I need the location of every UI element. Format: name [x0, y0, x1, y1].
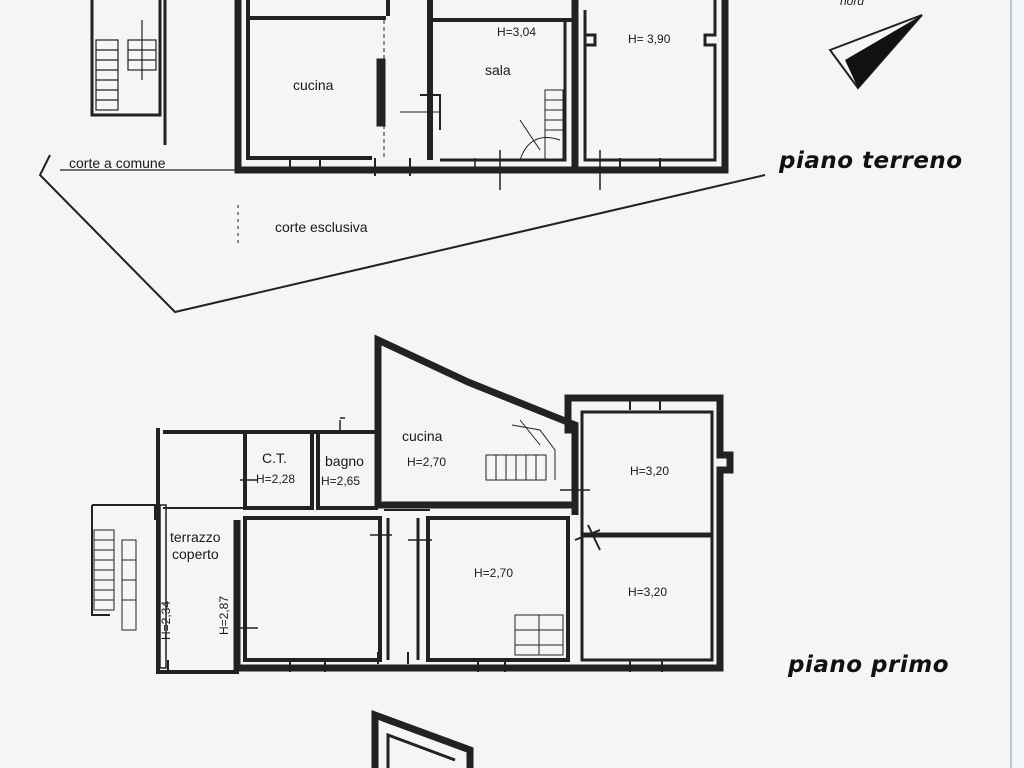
- ground-floor-plan: [38, 0, 766, 314]
- room-label-cucina-first: cucina: [402, 428, 443, 444]
- room-label-ct: C.T.: [262, 450, 287, 466]
- first-floor-plan: [91, 334, 734, 674]
- area-label-corte-esclusiva: corte esclusiva: [275, 219, 368, 235]
- floor-title-first: piano primo: [788, 652, 950, 678]
- north-label: nord: [840, 0, 865, 8]
- room-label-cucina-ground: cucina: [293, 77, 334, 93]
- height-label-ct: H=2,28: [256, 472, 296, 486]
- area-label-terrazzo: terrazzo: [170, 529, 221, 545]
- paper-edge: [1010, 0, 1012, 768]
- height-label-room-bottom-right: H=3,20: [628, 585, 668, 599]
- height-label-sala: H=3,04: [497, 25, 537, 39]
- height-label-room3-ground: H= 3,90: [628, 32, 671, 46]
- height-label-terrazzo: H=2,34: [159, 600, 173, 640]
- height-label-cucina-first: H=2,70: [407, 455, 447, 469]
- area-label-coperto: coperto: [172, 546, 219, 562]
- second-floor-partial: [371, 709, 474, 768]
- north-arrow: [828, 14, 923, 90]
- room-label-bagno: bagno: [325, 453, 364, 469]
- area-label-corte-comune: corte a comune: [69, 155, 166, 171]
- height-label-room-left: H=2,87: [217, 595, 231, 635]
- height-label-room-middle: H=2,70: [474, 566, 514, 580]
- height-label-room-top-right: H=3,20: [630, 464, 670, 478]
- height-label-bagno: H=2,65: [321, 474, 361, 488]
- floor-title-ground: piano terreno: [779, 148, 963, 174]
- room-label-sala: sala: [485, 62, 511, 78]
